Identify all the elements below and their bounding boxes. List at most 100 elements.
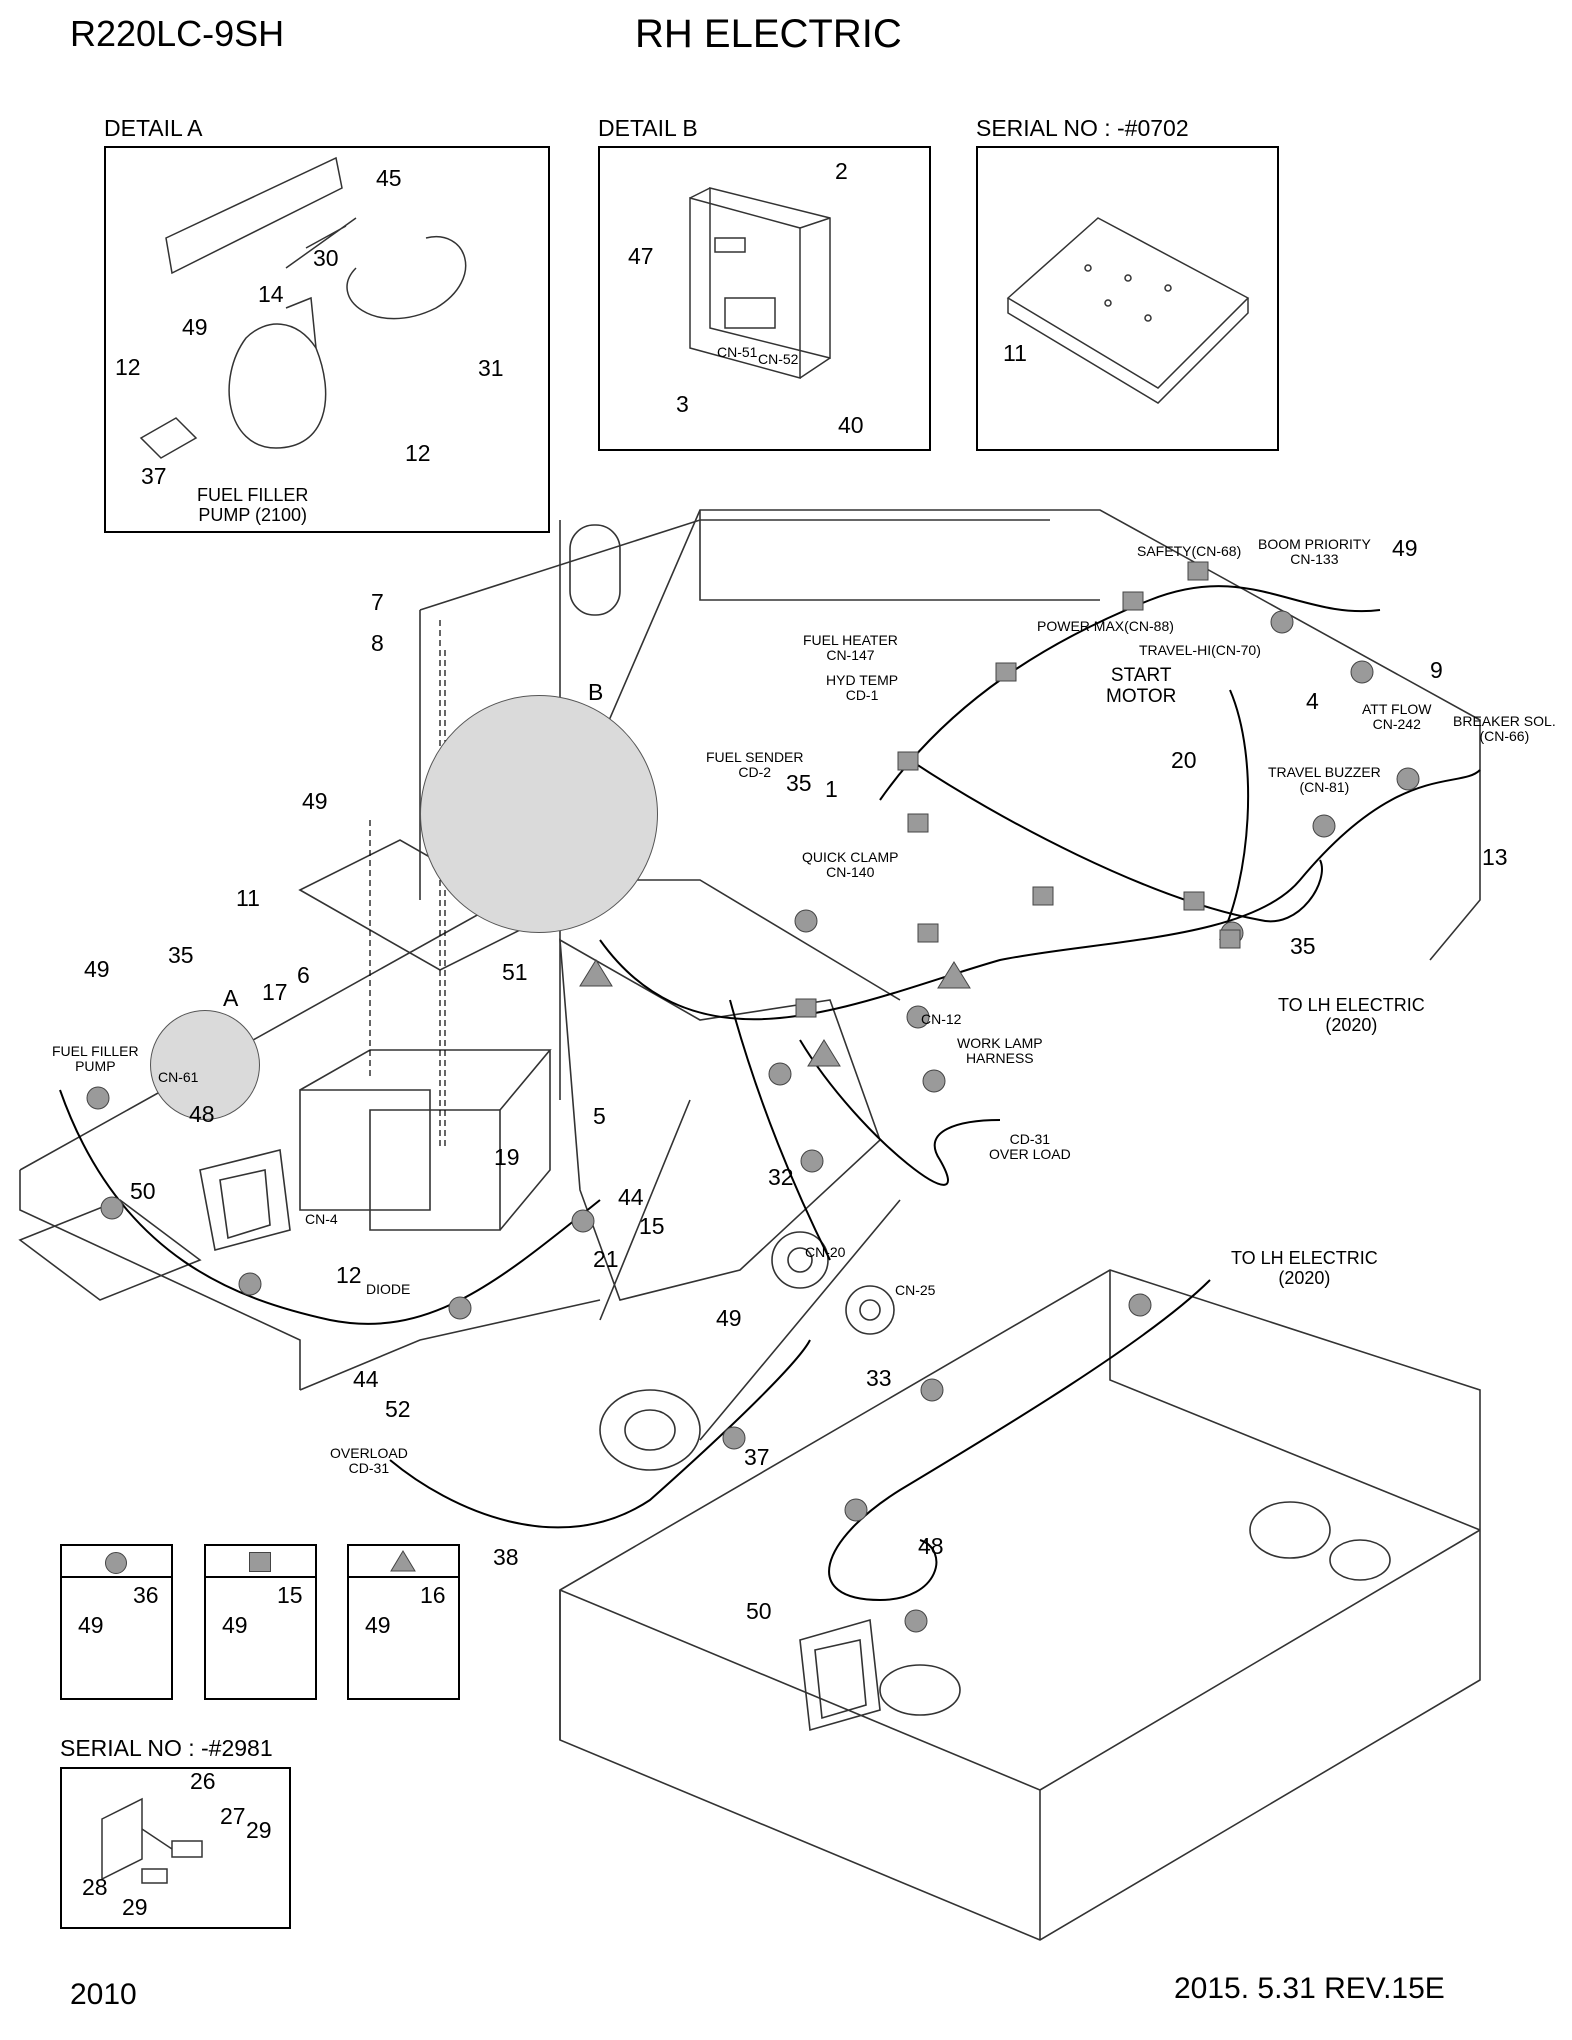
detail-b-zoom-circle (420, 695, 658, 933)
label-cn61: CN-61 (158, 1069, 199, 1085)
callout-19: 19 (494, 1144, 520, 1170)
legend-triangle-symbol (390, 1550, 416, 1572)
callout-17: 17 (262, 979, 288, 1005)
label-travel-hi: TRAVEL-HI(CN-70) (1139, 642, 1261, 658)
detail-a-callout-37: 37 (141, 463, 167, 489)
serial-2981-title: SERIAL NO : -#2981 (60, 1735, 273, 1761)
detail-b-callout-40: 40 (838, 412, 864, 438)
callout-33: 33 (866, 1365, 892, 1391)
callout-a: A (223, 985, 239, 1011)
label-overload-cd31: OVERLOAD CD-31 (330, 1445, 408, 1477)
callout-8: 8 (371, 630, 384, 656)
callout-35-pump: 35 (168, 942, 194, 968)
revision-date: 2015. 5.31 REV.15E (1174, 1972, 1445, 2005)
callout-49-plate: 49 (302, 788, 328, 814)
detail-b-drawing (689, 187, 831, 379)
label-power-max: POWER MAX(CN-88) (1037, 618, 1174, 634)
label-cd31-over-load: CD-31 OVER LOAD (989, 1131, 1071, 1163)
serial-2981-box (60, 1767, 291, 1929)
detail-a-box (104, 146, 550, 533)
callout-48-battery: 48 (189, 1101, 215, 1127)
callout-35-clamp: 35 (786, 770, 812, 796)
label-cn4: CN-4 (305, 1211, 338, 1227)
callout-50-rear: 50 (746, 1598, 772, 1624)
serial-0702-title: SERIAL NO : -#0702 (976, 115, 1189, 141)
detail-a-callout-31: 31 (478, 355, 504, 381)
callout-7: 7 (371, 589, 384, 615)
detail-b-title: DETAIL B (598, 115, 698, 141)
serial-0702-cover-drawing (1006, 217, 1250, 404)
serial-2981-callout-26: 26 (190, 1768, 216, 1794)
callout-38: 38 (493, 1544, 519, 1570)
callout-6: 6 (297, 962, 310, 988)
callout-35-right: 35 (1290, 933, 1316, 959)
legend-square-symbol (249, 1552, 271, 1572)
label-safety: SAFETY(CN-68) (1137, 543, 1242, 559)
serial-2981-callout-29b: 29 (122, 1894, 148, 1920)
label-to-lh-electric-2: TO LH ELECTRIC (2020) (1231, 1248, 1378, 1288)
callout-b: B (588, 679, 604, 705)
legend-circle-clamp: 36 (133, 1582, 159, 1608)
label-hyd-temp: HYD TEMP CD-1 (826, 672, 899, 704)
label-att-flow: ATT FLOW CN-242 (1362, 701, 1432, 733)
label-fuel-filler-pump: FUEL FILLER PUMP (52, 1043, 139, 1075)
serial-2981-callout-27: 27 (220, 1803, 246, 1829)
detail-b-callout-2: 2 (835, 158, 848, 184)
callout-5: 5 (593, 1103, 606, 1129)
serial-0702-box (976, 146, 1279, 451)
legend-circle-bolt: 49 (78, 1612, 104, 1638)
legend-square-box: 49 15 (204, 1544, 317, 1700)
label-quick-clamp: QUICK CLAMP CN-140 (802, 849, 899, 881)
detail-a-note: FUEL FILLER PUMP (2100) (197, 485, 309, 525)
callout-1: 1 (825, 776, 838, 802)
callout-20: 20 (1171, 747, 1197, 773)
detail-b-connector-cn52: CN-52 (758, 351, 799, 367)
detail-a-callout-30: 30 (313, 245, 339, 271)
detail-a-zoom-circle (150, 1010, 260, 1120)
detail-b-callout-47: 47 (628, 243, 654, 269)
callout-21: 21 (593, 1246, 619, 1272)
detail-a-callout-45: 45 (376, 165, 402, 191)
label-travel-buzzer: TRAVEL BUZZER (CN-81) (1268, 764, 1381, 796)
legend-square-bolt: 49 (222, 1612, 248, 1638)
callout-32: 32 (768, 1164, 794, 1190)
callout-9: 9 (1430, 657, 1443, 683)
callout-44-lower: 44 (353, 1366, 379, 1392)
model-number: R220LC-9SH (70, 13, 285, 54)
callout-37: 37 (744, 1444, 770, 1470)
detail-b-connector-cn51: CN-51 (717, 344, 758, 360)
callout-11: 11 (236, 885, 260, 911)
detail-b-callout-3: 3 (676, 391, 689, 417)
label-to-lh-electric-1: TO LH ELECTRIC (2020) (1278, 995, 1425, 1035)
callout-49-horn: 49 (716, 1305, 742, 1331)
callout-49-boom: 49 (1392, 535, 1418, 561)
label-diode: DIODE (366, 1281, 411, 1297)
detail-a-callout-49: 49 (182, 314, 208, 340)
detail-a-callout-12b: 12 (405, 440, 431, 466)
callout-51: 51 (502, 959, 528, 985)
callout-50-front: 50 (130, 1178, 156, 1204)
label-breaker-sol: BREAKER SOL. (CN-66) (1453, 713, 1556, 745)
callout-44-upper: 44 (618, 1184, 644, 1210)
detail-a-drawing (139, 156, 467, 459)
legend-triangle-box: 49 16 (347, 1544, 460, 1700)
detail-a-title: DETAIL A (104, 115, 203, 141)
callout-13: 13 (1482, 844, 1508, 870)
label-cn25: CN-25 (895, 1282, 936, 1298)
detail-b-box (598, 146, 931, 451)
label-cn12: CN-12 (921, 1011, 962, 1027)
callout-48-rear: 48 (918, 1533, 944, 1559)
serial-0702-callout-11: 11 (1003, 340, 1027, 366)
page-title: RH ELECTRIC (635, 12, 902, 56)
legend-triangle-clamp: 16 (420, 1582, 446, 1608)
label-work-lamp-harness: WORK LAMP HARNESS (957, 1035, 1043, 1067)
label-boom-priority: BOOM PRIORITY CN-133 (1258, 536, 1371, 568)
label-fuel-sender: FUEL SENDER CD-2 (706, 749, 804, 781)
legend-circle-symbol (105, 1552, 127, 1574)
serial-2981-callout-29a: 29 (246, 1817, 272, 1843)
label-cn20: CN-20 (805, 1244, 846, 1260)
detail-a-callout-14: 14 (258, 281, 284, 307)
detail-a-callout-12a: 12 (115, 354, 141, 380)
serial-2981-bracket-drawing (101, 1797, 203, 1884)
